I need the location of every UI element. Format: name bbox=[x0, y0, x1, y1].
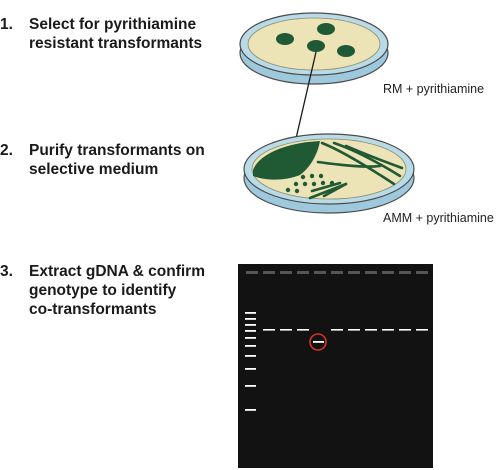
step-3-number: 3. bbox=[0, 263, 13, 280]
streak-lines bbox=[308, 141, 404, 200]
step-1-line-2: resistant transformants bbox=[29, 35, 203, 52]
shifted-band bbox=[313, 341, 324, 343]
step-2-number: 2. bbox=[0, 142, 13, 159]
single-colonies bbox=[285, 173, 335, 194]
colony-3 bbox=[307, 40, 325, 52]
step-1-line-1: Select for pyrithiamine bbox=[29, 16, 197, 33]
streak-3 bbox=[344, 144, 404, 170]
step-3-line-2: genotype to identify bbox=[29, 282, 177, 299]
streak-1 bbox=[320, 141, 396, 186]
sample-bands bbox=[263, 329, 428, 343]
streak-4 bbox=[316, 160, 382, 168]
step-1-number: 1. bbox=[0, 16, 13, 33]
step-3-text: Extract gDNA & confirm genotype to ident… bbox=[29, 262, 249, 319]
streak-6 bbox=[310, 181, 342, 193]
highlight-circle bbox=[309, 333, 327, 351]
streak-2 bbox=[332, 141, 402, 178]
dna-ladder bbox=[245, 312, 256, 411]
plate-2-label: AMM + pyrithiamine bbox=[383, 211, 494, 225]
streak-7 bbox=[322, 182, 348, 198]
plate-1-label: RM + pyrithiamine bbox=[383, 82, 485, 96]
gel-image bbox=[238, 264, 433, 468]
colony-2 bbox=[317, 23, 335, 35]
step-1-text: Select for pyrithiamine resistant transf… bbox=[29, 15, 249, 53]
step-2-line-1: Purify transformants on bbox=[29, 142, 205, 159]
step-2-text: Purify transformants on selective medium bbox=[29, 141, 249, 179]
colony-4 bbox=[337, 45, 355, 57]
gel-background bbox=[238, 264, 433, 468]
colony-1 bbox=[276, 33, 294, 45]
petri-dish-2 bbox=[243, 133, 415, 214]
step-2-line-2: selective medium bbox=[29, 161, 159, 178]
petri-dish-1 bbox=[239, 12, 389, 85]
gel-wells bbox=[246, 271, 428, 274]
confluent-growth bbox=[253, 141, 320, 180]
step-3-line-3: co-transformants bbox=[29, 301, 157, 318]
step-3-line-1: Extract gDNA & confirm bbox=[29, 263, 205, 280]
